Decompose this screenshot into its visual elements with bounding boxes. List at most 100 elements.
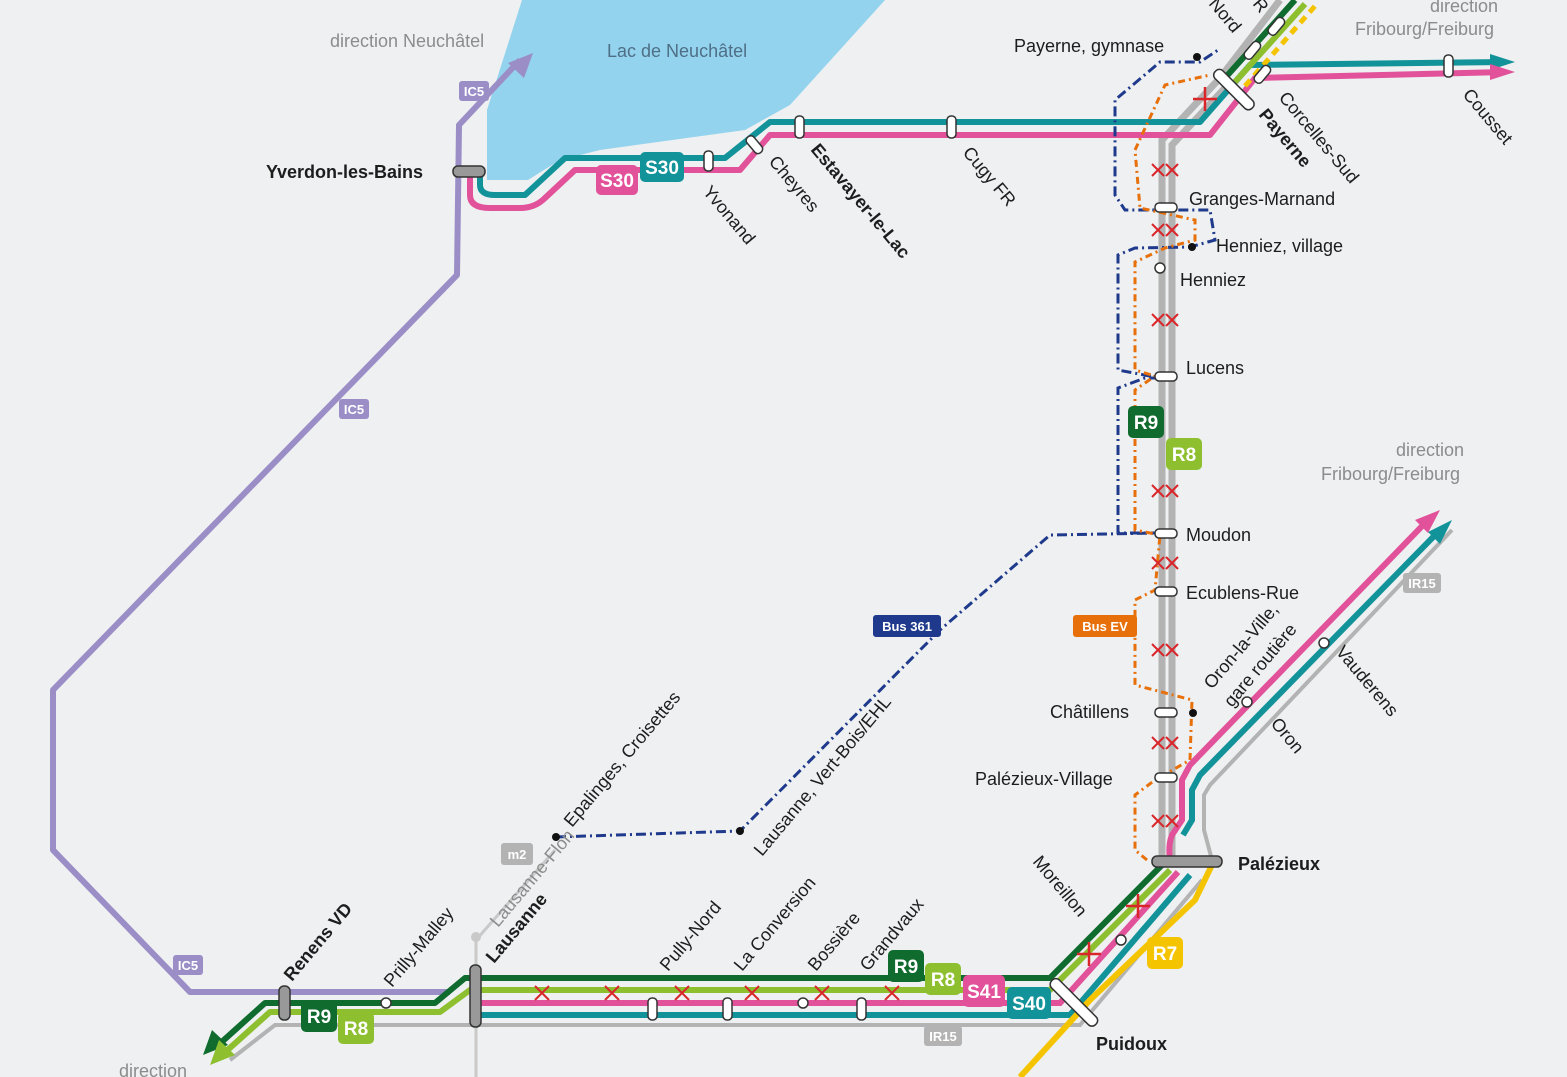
svg-text:R8: R8 bbox=[931, 970, 955, 991]
lake-neuchatel bbox=[487, 0, 885, 180]
line-oron-teal bbox=[1180, 527, 1443, 837]
line-bus361 bbox=[555, 531, 1161, 839]
line-r7-top bbox=[1243, 4, 1317, 88]
badge-s30-teal: S30 bbox=[640, 152, 684, 182]
station-puidoux: Puidoux bbox=[1096, 1034, 1167, 1054]
station-ecublens: Ecublens-Rue bbox=[1186, 583, 1299, 603]
badge-bus361: Bus 361 bbox=[873, 615, 941, 637]
svg-text:m2: m2 bbox=[508, 847, 527, 862]
svg-text:IC5: IC5 bbox=[178, 958, 198, 973]
badge-ic5-bottom: IC5 bbox=[173, 955, 203, 975]
bus-stops bbox=[552, 53, 1201, 841]
svg-text:IR15: IR15 bbox=[1408, 576, 1435, 591]
badge-r8-grandvaux: R8 bbox=[925, 963, 961, 995]
line-r8-bottom bbox=[219, 867, 1173, 1058]
ic5-arrow-icon bbox=[508, 53, 533, 78]
line-oron-pink bbox=[1166, 517, 1431, 861]
line-r9-top bbox=[1222, 0, 1298, 81]
direction-fribourg-mid-1: direction bbox=[1396, 440, 1464, 460]
badge-s30-pink: S30 bbox=[596, 165, 638, 195]
svg-text:S41: S41 bbox=[967, 982, 1001, 1003]
svg-text:R8: R8 bbox=[344, 1019, 368, 1040]
direction-bottom: direction bbox=[119, 1061, 187, 1077]
badge-busev: Bus EV bbox=[1073, 615, 1137, 637]
badge-r7: R7 bbox=[1147, 937, 1183, 969]
oron-teal-arrow-icon bbox=[1428, 520, 1452, 544]
station-payerne-gymnase: Payerne, gymnase bbox=[1014, 36, 1164, 56]
badge-s41: S41 bbox=[963, 975, 1005, 1007]
station-yvonand: Yvonand bbox=[699, 182, 759, 249]
badge-ic5-top: IC5 bbox=[459, 81, 489, 101]
station-bossiere: Bossière bbox=[804, 908, 864, 975]
station-henniez: Henniez bbox=[1180, 270, 1246, 290]
station-oron: Oron bbox=[1267, 714, 1308, 758]
svg-text:R9: R9 bbox=[894, 957, 918, 978]
svg-text:IC5: IC5 bbox=[464, 84, 484, 99]
svg-text:R9: R9 bbox=[1134, 413, 1158, 434]
station-henniez-village: Henniez, village bbox=[1216, 236, 1343, 256]
station-pully-nord: Pully-Nord bbox=[656, 897, 725, 974]
line-r8-top bbox=[1232, 1, 1308, 85]
badge-ir15-oron: IR15 bbox=[1403, 573, 1441, 593]
station-vert-bois: Lausanne, Vert-Bois/EHL bbox=[750, 692, 895, 860]
badge-m2: m2 bbox=[501, 843, 533, 865]
badge-r9-vertical: R9 bbox=[1128, 406, 1164, 438]
svg-text:IC5: IC5 bbox=[344, 402, 364, 417]
station-vauderens: Vauderens bbox=[1332, 642, 1402, 721]
direction-fribourg-top-2: Fribourg/Freiburg bbox=[1355, 19, 1494, 39]
svg-text:Bus EV: Bus EV bbox=[1082, 619, 1128, 634]
station-nord: Nord bbox=[1205, 0, 1245, 36]
station-lucens: Lucens bbox=[1186, 358, 1244, 378]
badge-r9-renens: R9 bbox=[301, 1000, 337, 1032]
station-cousset: Cousset bbox=[1459, 85, 1517, 148]
badge-s40: S40 bbox=[1007, 987, 1051, 1019]
oron-pink-arrow-icon bbox=[1415, 510, 1440, 533]
station-palezieux-village: Palézieux-Village bbox=[975, 769, 1113, 789]
svg-text:R7: R7 bbox=[1153, 944, 1177, 965]
line-gray-base-2 bbox=[1168, 85, 1228, 860]
badge-r8-renens: R8 bbox=[338, 1012, 374, 1044]
badge-ir15-bottom: IR15 bbox=[924, 1026, 962, 1046]
badge-r8-vertical: R8 bbox=[1166, 438, 1202, 470]
line-r9-bottom bbox=[212, 862, 1165, 1051]
station-estavayer: Estavayer-le-Lac bbox=[807, 140, 914, 262]
station-prilly: Prilly-Malley bbox=[380, 903, 458, 990]
svg-text:Bus 361: Bus 361 bbox=[882, 619, 932, 634]
line-gray-base bbox=[1158, 0, 1283, 860]
svg-text:R9: R9 bbox=[307, 1007, 331, 1028]
station-moudon: Moudon bbox=[1186, 525, 1251, 545]
r9-arrow-icon bbox=[203, 1030, 228, 1055]
closures bbox=[534, 163, 1179, 1001]
line-s30-teal bbox=[477, 59, 1506, 198]
svg-text:IR15: IR15 bbox=[929, 1029, 956, 1044]
line-ic5 bbox=[50, 57, 523, 995]
station-chatillens: Châtillens bbox=[1050, 702, 1129, 722]
direction-neuchatel: direction Neuchâtel bbox=[330, 31, 484, 51]
station-granges: Granges-Marnand bbox=[1189, 189, 1335, 209]
line-r7-yellow bbox=[1017, 863, 1215, 1077]
direction-fribourg-mid-2: Fribourg/Freiburg bbox=[1321, 464, 1460, 484]
r8-arrow-icon bbox=[210, 1040, 235, 1065]
station-cugy: Cugy FR bbox=[959, 143, 1020, 210]
station-moreillon: Moreillon bbox=[1029, 852, 1091, 921]
lake-label: Lac de Neuchâtel bbox=[607, 41, 747, 61]
pink-arrow-icon bbox=[1490, 64, 1515, 80]
closure-plus-moreillon bbox=[1126, 894, 1150, 918]
svg-text:S30: S30 bbox=[600, 171, 634, 192]
line-s40-teal bbox=[475, 873, 1193, 1018]
svg-text:S40: S40 bbox=[1012, 994, 1046, 1015]
station-renens: Renens VD bbox=[280, 899, 356, 985]
badge-r9-grandvaux: R9 bbox=[888, 950, 924, 982]
line-busev bbox=[1133, 73, 1211, 862]
station-markers bbox=[278, 16, 1454, 1028]
station-yverdon: Yverdon-les-Bains bbox=[266, 162, 423, 182]
station-palezieux: Palézieux bbox=[1238, 854, 1320, 874]
closure-plus-payerne bbox=[1193, 87, 1217, 111]
closure-plus-moreillon-2 bbox=[1077, 942, 1101, 966]
station-epalinges: Epalinges, Croisettes bbox=[560, 687, 685, 830]
line-oron-gray bbox=[1202, 528, 1454, 861]
svg-text:R8: R8 bbox=[1172, 445, 1196, 466]
m2-stop bbox=[471, 932, 481, 942]
svg-text:S30: S30 bbox=[645, 158, 679, 179]
